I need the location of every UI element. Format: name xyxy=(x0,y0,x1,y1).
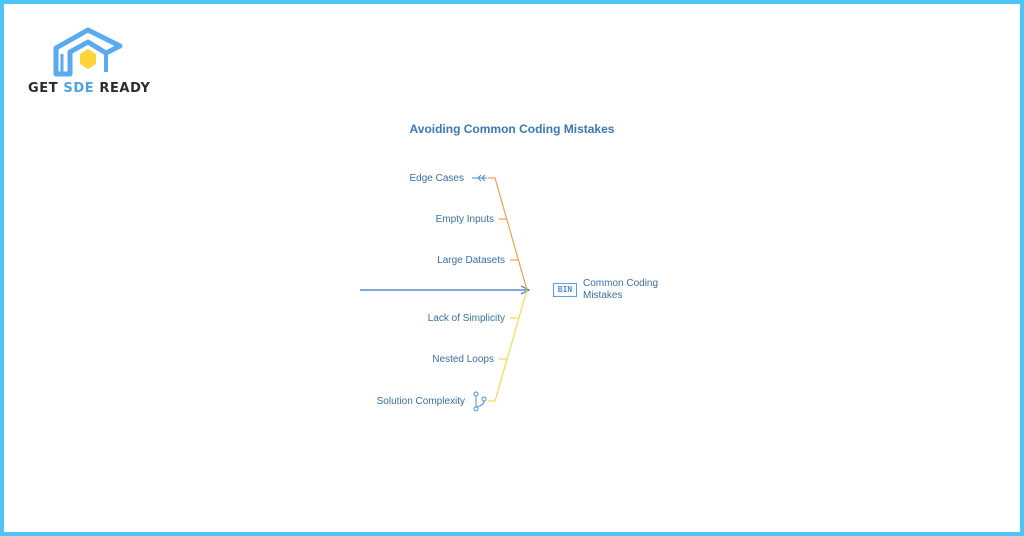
lower-branch-line xyxy=(494,289,528,402)
cause-empty-inputs: Empty Inputs xyxy=(435,214,494,225)
diagram-title: Avoiding Common Coding Mistakes xyxy=(409,122,615,136)
upper-branch-line xyxy=(494,177,528,291)
logo-word-sde: SDE xyxy=(63,81,95,96)
graduation-house-icon xyxy=(53,27,123,77)
logo-word-ready: READY xyxy=(99,81,151,96)
cause-lack-of-simplicity: Lack of Simplicity xyxy=(427,313,505,324)
logo: GET SDE READY xyxy=(28,24,158,100)
double-arrow-icon xyxy=(472,174,487,182)
cause-large-datasets: Large Datasets xyxy=(437,255,505,266)
cause-edge-cases: Edge Cases xyxy=(409,173,464,184)
spine-arrowhead xyxy=(520,285,531,295)
logo-wordmark: GET SDE READY xyxy=(28,81,158,96)
git-branch-icon xyxy=(473,391,487,412)
binary-icon: BIN xyxy=(553,283,577,297)
cause-nested-loops: Nested Loops xyxy=(432,354,494,365)
effect-label: Common Coding Mistakes xyxy=(583,278,659,301)
cause-solution-complexity: Solution Complexity xyxy=(376,396,465,407)
logo-word-get: GET xyxy=(28,81,59,96)
